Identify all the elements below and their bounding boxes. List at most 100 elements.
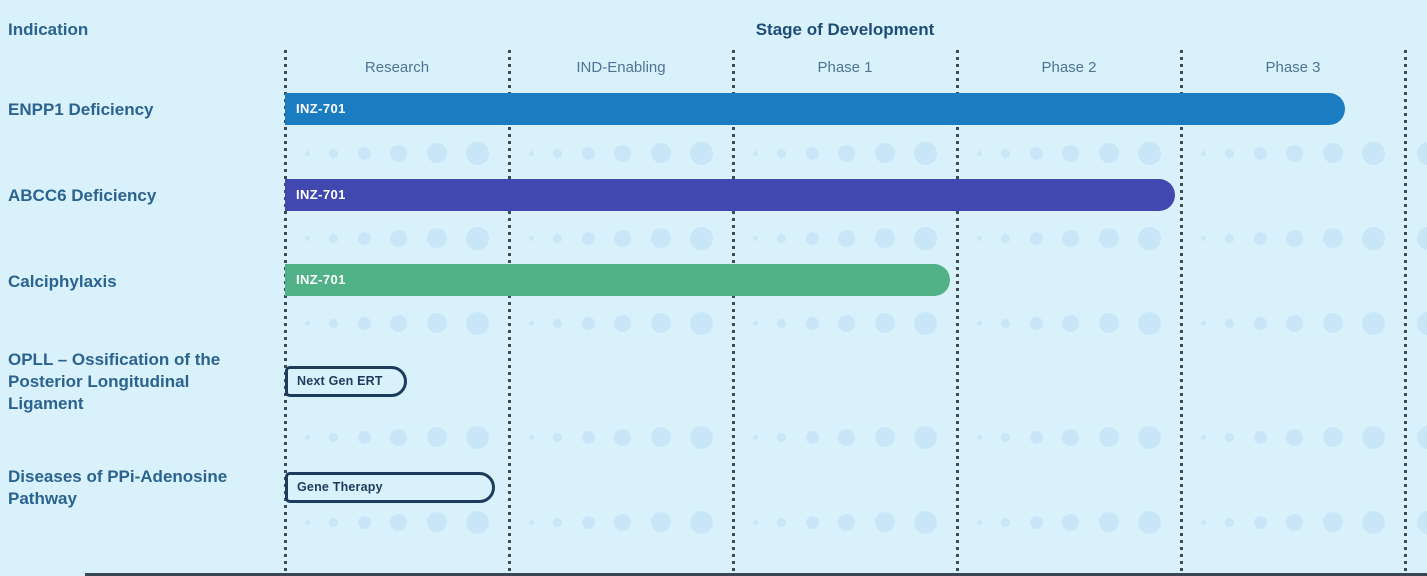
dot bbox=[914, 141, 938, 165]
dot bbox=[690, 425, 714, 449]
dot bbox=[1362, 311, 1386, 335]
program-bar-inz701-calci[interactable]: INZ-701 bbox=[285, 264, 950, 296]
dot bbox=[752, 150, 758, 156]
dot bbox=[1062, 513, 1080, 531]
dot bbox=[1098, 512, 1119, 532]
row-label-enpp1-deficiency: ENPP1 Deficiency bbox=[8, 100, 154, 119]
dot bbox=[1362, 510, 1386, 534]
dot bbox=[581, 430, 595, 444]
dot bbox=[874, 313, 895, 333]
dot bbox=[777, 432, 787, 442]
dot bbox=[690, 141, 714, 165]
stage-divider-line bbox=[956, 50, 959, 576]
dot bbox=[1200, 320, 1206, 326]
dot bbox=[1417, 141, 1427, 165]
dot bbox=[1225, 517, 1235, 527]
dot bbox=[1253, 146, 1267, 160]
dot bbox=[752, 320, 758, 326]
stage-header-phase-2: Phase 2 bbox=[1041, 59, 1097, 76]
stage-divider-line bbox=[1180, 50, 1183, 576]
dot bbox=[874, 143, 895, 163]
stage-header-phase-3: Phase 3 bbox=[1265, 59, 1321, 76]
dot-group bbox=[957, 510, 1181, 534]
dot-group bbox=[285, 226, 509, 250]
dot bbox=[528, 320, 534, 326]
dot-group bbox=[1181, 226, 1405, 250]
dot bbox=[1001, 517, 1011, 527]
program-pill-gene-therapy[interactable]: Gene Therapy bbox=[285, 472, 495, 503]
dot bbox=[976, 434, 982, 440]
dot bbox=[874, 512, 895, 532]
dot bbox=[1029, 316, 1043, 330]
dot bbox=[1253, 231, 1267, 245]
dot bbox=[690, 226, 714, 250]
dot bbox=[1062, 144, 1080, 162]
program-pill-next-gen-ert[interactable]: Next Gen ERT bbox=[285, 366, 407, 397]
dot-group bbox=[509, 510, 733, 534]
dot bbox=[426, 143, 447, 163]
dot bbox=[690, 510, 714, 534]
dot bbox=[805, 430, 819, 444]
dot bbox=[1029, 231, 1043, 245]
decorative-dot-row bbox=[285, 226, 1427, 250]
stage-header-ind-enabling: IND-Enabling bbox=[576, 59, 666, 76]
dot-group bbox=[509, 425, 733, 449]
dot bbox=[553, 432, 563, 442]
dot bbox=[1029, 146, 1043, 160]
dot bbox=[553, 517, 563, 527]
dot bbox=[357, 146, 371, 160]
dot bbox=[777, 318, 787, 328]
dot bbox=[1138, 311, 1162, 335]
stage-header-phase-1: Phase 1 bbox=[817, 59, 873, 76]
dot bbox=[805, 316, 819, 330]
dot bbox=[1253, 515, 1267, 529]
dot bbox=[390, 229, 408, 247]
decorative-dot-row bbox=[285, 141, 1427, 165]
dot bbox=[357, 231, 371, 245]
dot bbox=[426, 228, 447, 248]
dot-group bbox=[285, 311, 509, 335]
dot bbox=[581, 515, 595, 529]
dot-group bbox=[509, 226, 733, 250]
dot bbox=[976, 320, 982, 326]
dot-group bbox=[285, 141, 509, 165]
dot bbox=[914, 311, 938, 335]
dot bbox=[1098, 228, 1119, 248]
dot bbox=[304, 519, 310, 525]
dot bbox=[650, 512, 671, 532]
program-bar-inz701-enpp1[interactable]: INZ-701 bbox=[285, 93, 1345, 125]
dot bbox=[1138, 510, 1162, 534]
dot bbox=[650, 143, 671, 163]
dot bbox=[329, 432, 339, 442]
dot bbox=[1417, 510, 1427, 534]
dot bbox=[752, 519, 758, 525]
row-label-ppi-adenosine: Diseases of PPi-Adenosine Pathway bbox=[8, 467, 228, 508]
dot bbox=[614, 314, 632, 332]
dot bbox=[752, 235, 758, 241]
dot bbox=[976, 519, 982, 525]
dot bbox=[838, 144, 856, 162]
dot bbox=[466, 425, 490, 449]
dot bbox=[1286, 314, 1304, 332]
indication-column-header: Indication bbox=[8, 20, 89, 39]
dot bbox=[1138, 226, 1162, 250]
program-bar-inz701-abcc6[interactable]: INZ-701 bbox=[285, 179, 1175, 211]
row-label-opll: OPLL – Ossification of the Posterior Lon… bbox=[8, 350, 221, 413]
dot bbox=[329, 517, 339, 527]
dot bbox=[426, 313, 447, 333]
dot bbox=[329, 148, 339, 158]
dot bbox=[838, 229, 856, 247]
dot-group bbox=[957, 141, 1181, 165]
dot bbox=[1362, 141, 1386, 165]
dot bbox=[1001, 148, 1011, 158]
dot bbox=[1138, 141, 1162, 165]
decorative-dot-row bbox=[285, 425, 1427, 449]
dot bbox=[1062, 229, 1080, 247]
dot bbox=[614, 229, 632, 247]
dot bbox=[976, 150, 982, 156]
bottom-section-edge bbox=[85, 573, 1427, 576]
dot bbox=[304, 434, 310, 440]
dot bbox=[914, 510, 938, 534]
dot-group bbox=[733, 425, 957, 449]
